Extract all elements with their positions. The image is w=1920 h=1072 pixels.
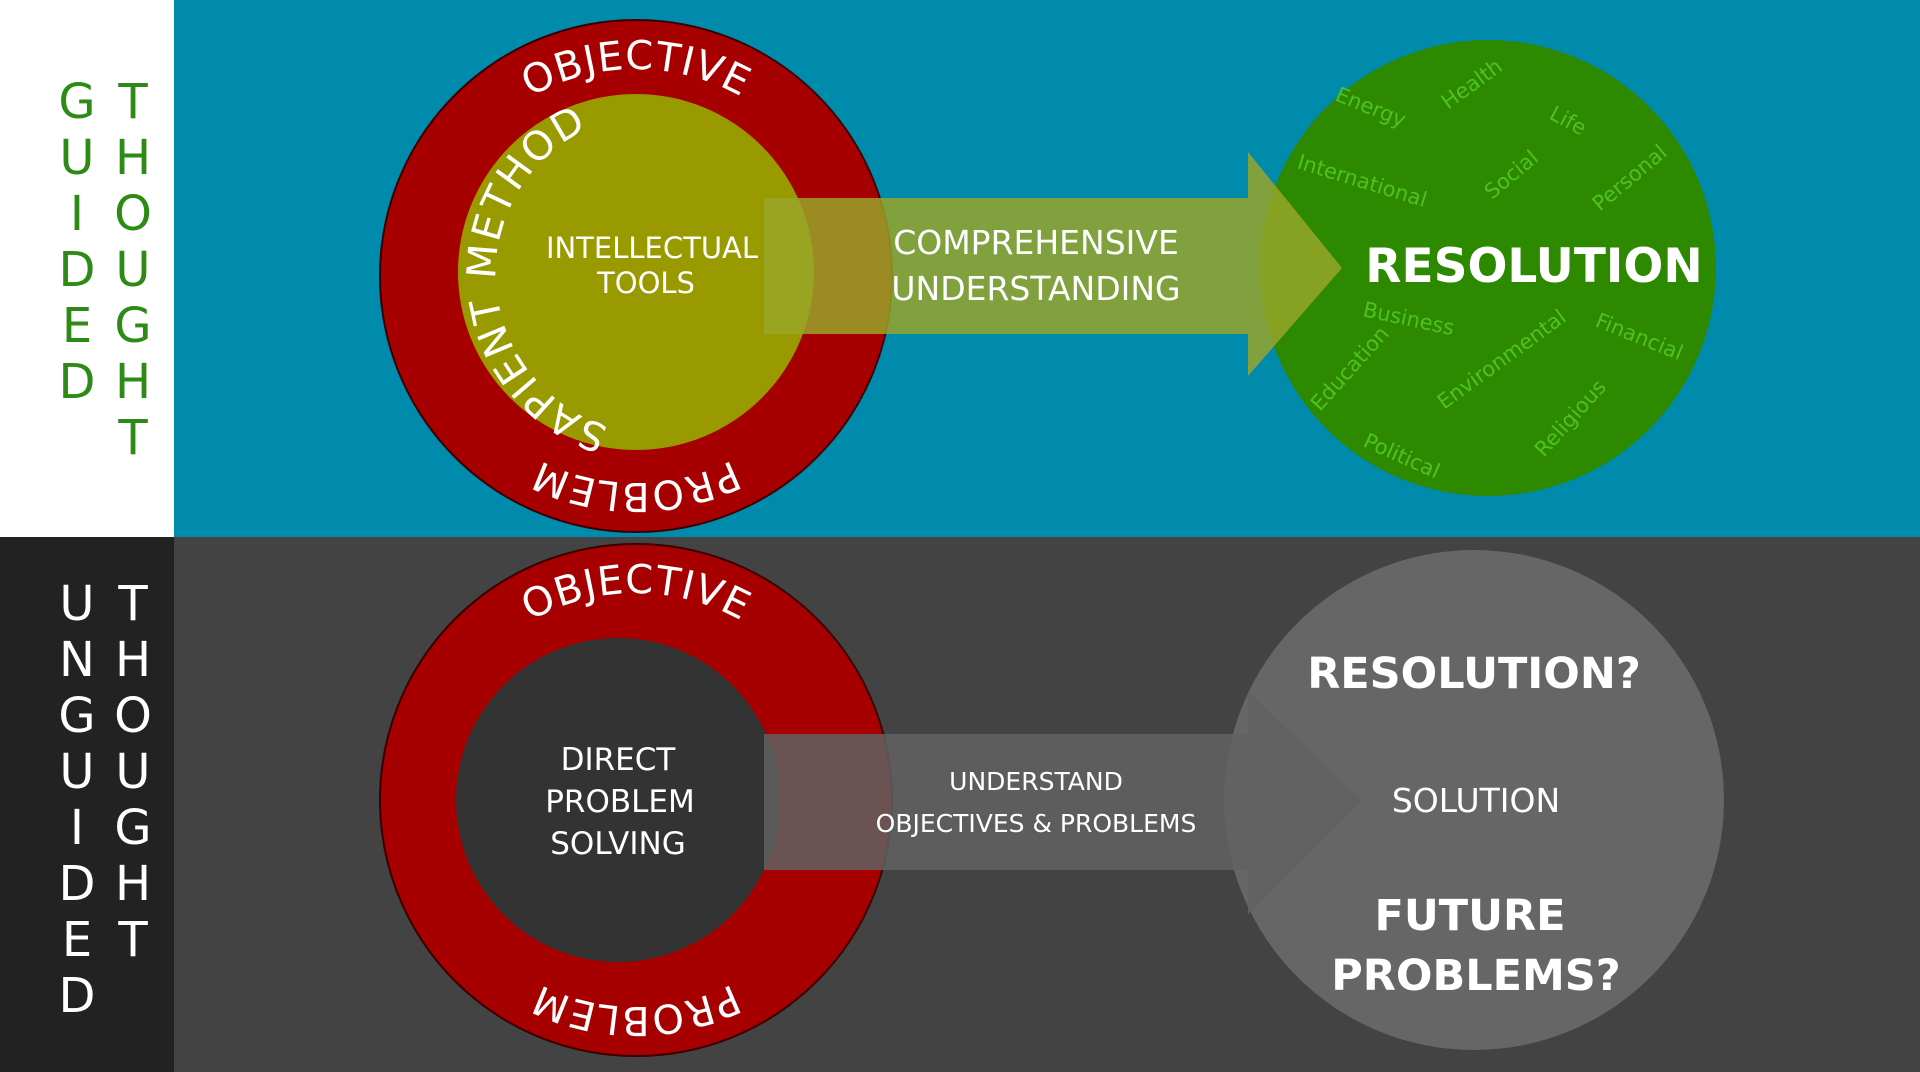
guided-intellectual-tools: INTELLECTUAL TOOLS	[546, 231, 758, 300]
guided-arrow-line: COMPREHENSIVE	[893, 223, 1179, 262]
unguided-letter: D	[59, 968, 96, 1024]
guided-letter: D	[59, 242, 96, 298]
guided-letter: G	[114, 298, 151, 354]
guided-inner-line: TOOLS	[596, 266, 695, 300]
guided-letter: U	[59, 130, 94, 186]
unguided-inner-line: SOLVING	[550, 826, 686, 862]
unguided-letter: I	[70, 800, 84, 856]
unguided-outcome-resolution: RESOLUTION?	[1307, 649, 1641, 699]
unguided-letter: G	[114, 800, 151, 856]
unguided-letter: T	[117, 576, 148, 632]
guided-resolution-circle	[1260, 40, 1716, 496]
unguided-letter: H	[115, 632, 151, 688]
unguided-arrow-text: UNDERSTAND OBJECTIVES & PROBLEMS	[876, 767, 1197, 838]
unguided-outcome-circle	[1224, 550, 1724, 1050]
guided-arrow-text: COMPREHENSIVE UNDERSTANDING	[891, 223, 1180, 308]
guided-letter: T	[117, 74, 148, 130]
guided-letter: T	[117, 410, 148, 466]
guided-side-label: G U I D E D T H O U G H T	[58, 74, 151, 466]
guided-comprehensive-arrow	[764, 152, 1342, 376]
guided-arrow-line: UNDERSTANDING	[891, 269, 1180, 308]
unguided-understand-arrow	[764, 692, 1362, 914]
guided-letter: E	[62, 298, 92, 354]
unguided-letter: U	[59, 744, 94, 800]
unguided-direct-problem-solving: DIRECT PROBLEM SOLVING	[545, 742, 695, 862]
guided-letter: H	[115, 354, 151, 410]
unguided-letter: H	[115, 856, 151, 912]
unguided-letter: N	[59, 632, 95, 688]
unguided-side-panel	[0, 537, 174, 1072]
unguided-inner-line: PROBLEM	[545, 784, 695, 820]
unguided-outcome-solution: SOLUTION	[1392, 781, 1560, 820]
unguided-letter: E	[62, 912, 92, 968]
guided-letter: I	[70, 186, 84, 242]
guided-inner-line: INTELLECTUAL	[546, 231, 758, 265]
guided-letter: O	[114, 186, 152, 242]
guided-letter: U	[115, 242, 150, 298]
guided-side-panel	[0, 0, 174, 537]
guided-inner-circle	[458, 94, 814, 450]
unguided-letter: U	[115, 744, 150, 800]
guided-resolution-label: RESOLUTION	[1365, 239, 1702, 294]
unguided-outcomes: RESOLUTION? SOLUTION FUTURE PROBLEMS?	[1307, 649, 1641, 1001]
unguided-inner-line: DIRECT	[561, 742, 677, 778]
unguided-arrow-line: OBJECTIVES & PROBLEMS	[876, 809, 1197, 838]
guided-letter: D	[59, 354, 96, 410]
unguided-letter: G	[58, 688, 95, 744]
unguided-outcome-problems: PROBLEMS?	[1331, 951, 1620, 1001]
unguided-letter: U	[59, 576, 94, 632]
guided-letter: G	[58, 74, 95, 130]
guided-letter: H	[115, 130, 151, 186]
unguided-letter: T	[117, 912, 148, 968]
unguided-side-label: U N G U I D E D T H O U G H T	[58, 576, 151, 1024]
unguided-letter: D	[59, 856, 96, 912]
unguided-outcome-future: FUTURE	[1374, 891, 1565, 941]
unguided-letter: O	[114, 688, 152, 744]
unguided-inner-circle	[456, 638, 780, 962]
unguided-arrow-line: UNDERSTAND	[949, 767, 1123, 796]
